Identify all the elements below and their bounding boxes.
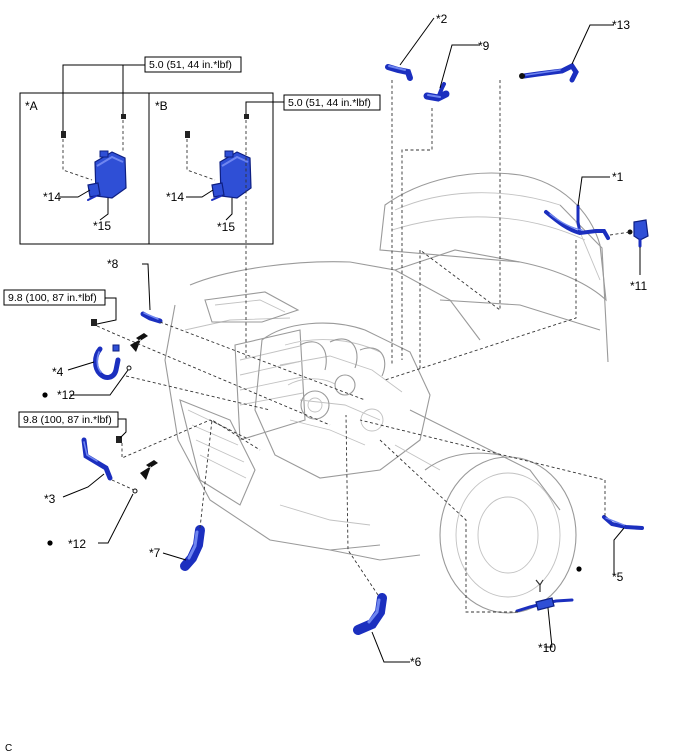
label-part-5: *5 xyxy=(612,570,624,584)
part-5-hose xyxy=(602,515,644,530)
label-leaders xyxy=(60,17,641,663)
assembly-dashed-paths xyxy=(96,80,631,613)
label-part-15-a: *15 xyxy=(93,219,111,233)
part-12-upper-clip xyxy=(126,365,132,371)
bolt-9-8-upper xyxy=(91,319,97,326)
part-7-hose xyxy=(180,525,205,571)
arrow-upper xyxy=(130,333,148,352)
inset-box-b: *B xyxy=(148,92,274,245)
label-part-9: *9 xyxy=(478,39,490,53)
bullet-12-upper xyxy=(42,392,48,398)
label-part-4: *4 xyxy=(52,365,64,379)
inset-label-a: *A xyxy=(25,99,38,113)
svg-text:5.0 (51, 44 in.*lbf): 5.0 (51, 44 in.*lbf) xyxy=(288,97,371,109)
label-part-14-a: *14 xyxy=(43,190,61,204)
label-part-13: *13 xyxy=(612,18,630,32)
torque-spec-2: 5.0 (51, 44 in.*lbf) xyxy=(283,94,381,111)
corner-figure-mark: C xyxy=(5,743,12,754)
torque-spec-4: 9.8 (100, 87 in.*lbf) xyxy=(18,411,119,428)
part-11-component xyxy=(627,219,649,248)
part-3-hose xyxy=(81,437,113,481)
label-part-1: *1 xyxy=(612,170,624,184)
label-part-11: *11 xyxy=(630,279,647,293)
part-10-sensor xyxy=(515,579,574,613)
torque-spec-1: 5.0 (51, 44 in.*lbf) xyxy=(144,56,242,73)
inset-box-a: *A xyxy=(19,92,150,245)
label-part-3: *3 xyxy=(44,492,56,506)
part-6-hose xyxy=(353,593,387,635)
part-13-hose xyxy=(519,62,579,83)
torque-spec-3: 9.8 (100, 87 in.*lbf) xyxy=(3,289,106,306)
label-part-2: *2 xyxy=(436,12,448,26)
vehicle-engine-background xyxy=(164,172,609,614)
label-part-12-upper: *12 xyxy=(57,388,75,402)
label-part-12-lower: *12 xyxy=(68,537,86,551)
bullet-12-lower xyxy=(47,540,53,546)
label-part-15-b: *15 xyxy=(217,220,235,234)
svg-text:9.8 (100, 87 in.*lbf): 9.8 (100, 87 in.*lbf) xyxy=(8,292,97,304)
svg-text:5.0 (51, 44 in.*lbf): 5.0 (51, 44 in.*lbf) xyxy=(149,59,232,71)
part-1-hose xyxy=(544,204,610,240)
label-part-7: *7 xyxy=(149,546,161,560)
svg-text:9.8 (100, 87 in.*lbf): 9.8 (100, 87 in.*lbf) xyxy=(23,414,112,426)
label-part-10: *10 xyxy=(538,641,556,655)
part-8-hose xyxy=(140,311,163,324)
label-part-8: *8 xyxy=(107,257,119,271)
inset-label-b: *B xyxy=(155,99,168,113)
part-12-lower-clip xyxy=(132,488,138,494)
label-part-14-b: *14 xyxy=(166,190,184,204)
part-9-hose xyxy=(423,82,450,102)
label-part-6: *6 xyxy=(410,655,422,669)
bullet-10 xyxy=(576,566,582,572)
part-4-hose xyxy=(93,344,121,380)
part-2-hose xyxy=(385,64,413,81)
arrow-lower xyxy=(140,460,158,480)
part-labels: *2 *9 *13 *1 *11 *8 *4 *12 *3 *12 *7 *6 … xyxy=(43,12,647,669)
